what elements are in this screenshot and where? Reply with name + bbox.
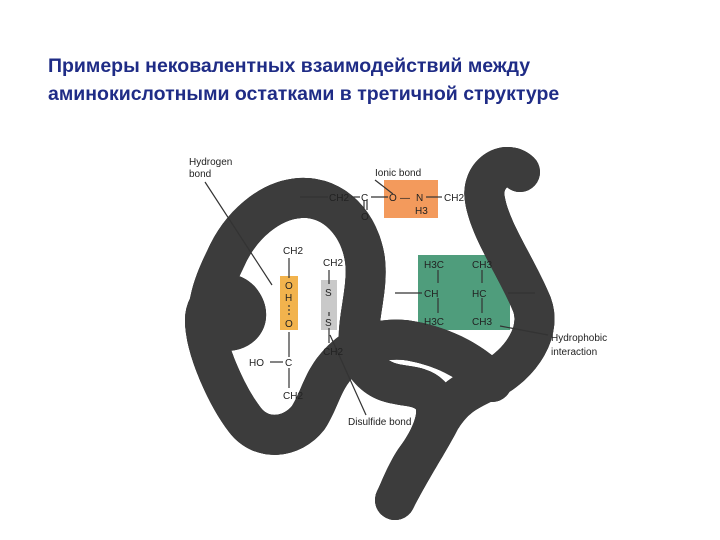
hydrogen-bond-dots [288, 305, 290, 315]
ionic-ch2-right: CH2 [444, 193, 464, 204]
hb-h: H [285, 293, 292, 304]
ionic-bond-label: Ionic bond [375, 168, 421, 179]
slide-title-line-2: аминокислотными остатками в третичной ст… [48, 83, 560, 105]
ionic-bond-box [384, 180, 438, 218]
hydrophobic-label-2: interaction [551, 347, 597, 358]
hp-h3c-top: H3C [424, 260, 444, 271]
ionic-n: N [416, 193, 423, 204]
hp-hc-right: HC [472, 289, 486, 300]
hydrogen-bond-label-2: bond [189, 169, 211, 180]
hb-c: C [285, 358, 292, 369]
ionic-dash: — [400, 193, 410, 204]
disulfide-box [321, 280, 337, 330]
polypeptide-chain [185, 167, 534, 520]
ds-s-top: S [325, 288, 332, 299]
hp-h3c-bottom: H3C [424, 317, 444, 328]
hb-o-bottom: O [285, 319, 293, 330]
hydrogen-bond-label-1: Hydrogen [189, 157, 232, 168]
bond-lines [204, 179, 549, 416]
hydrogen-bond-box [280, 276, 298, 330]
ds-s-bottom: S [325, 318, 332, 329]
hb-o-top: O [285, 281, 293, 292]
hb-ch2-top: CH2 [283, 246, 303, 257]
ionic-ch2-left: CH2 [329, 193, 349, 204]
hb-ch2-bottom: CH2 [283, 391, 303, 402]
ionic-o-minus: O [389, 193, 397, 204]
ionic-o-double: O [361, 212, 369, 223]
hp-ch-left: CH [424, 289, 438, 300]
slide-title: Примеры нековалентных взаимодействий меж… [48, 52, 698, 108]
ds-ch2-top: CH2 [323, 258, 343, 269]
ionic-c: C [361, 193, 368, 204]
ds-ch2-bottom: CH2 [323, 347, 343, 358]
hb-ho: HO [249, 358, 264, 369]
slide-title-line-1: Примеры нековалентных взаимодействий меж… [48, 55, 531, 77]
hydrophobic-label-1: Hydrophobic [551, 333, 607, 344]
ionic-h3: H3 [415, 206, 428, 217]
hp-ch3-top: CH3 [472, 260, 492, 271]
disulfide-bond-label: Disulfide bond [348, 417, 411, 428]
hp-ch3-bottom: CH3 [472, 317, 492, 328]
